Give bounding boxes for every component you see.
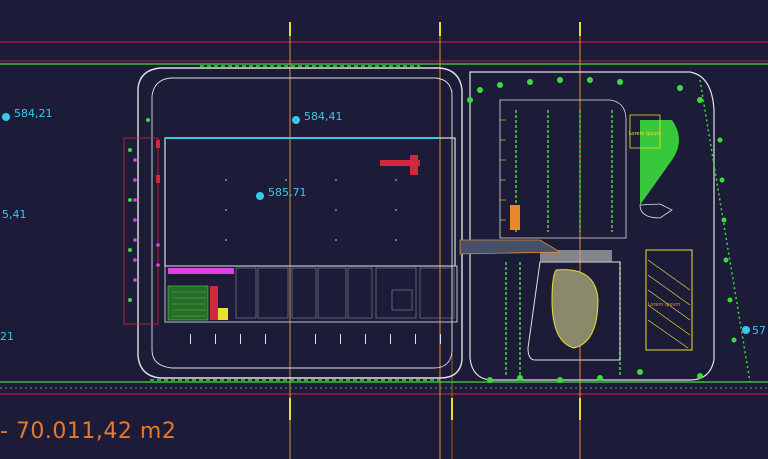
elevation-label: 584,21 — [14, 107, 53, 120]
elevation-markers: 584,21 584,41 585,71 5,41 21 57 — [0, 107, 766, 343]
main-building — [164, 137, 458, 323]
parking-text-2: Lorem Ipsum — [648, 302, 681, 308]
elevation-label: 585,71 — [268, 186, 307, 199]
left-markers — [123, 137, 420, 325]
landscaping — [128, 77, 737, 383]
site-ticks — [190, 179, 441, 344]
elevation-label: 57 — [752, 324, 766, 337]
green-block — [640, 120, 679, 205]
elevation-marker: 584,21 — [2, 107, 53, 121]
elevation-marker: 584,41 — [292, 110, 343, 124]
roundabout — [459, 239, 621, 361]
elevation-label: 5,41 — [2, 208, 27, 221]
elevation-marker: 585,71 — [256, 186, 307, 200]
area-total-label: - 70.011,42 m2 — [0, 419, 177, 444]
elevation-label: 21 — [0, 330, 14, 343]
site-boundary — [0, 41, 768, 395]
elevation-label: 584,41 — [304, 110, 343, 123]
elevation-marker: 5,41 — [2, 208, 27, 221]
parking-text-1: Lorem Ipsum — [629, 131, 662, 137]
green-dashes — [150, 65, 751, 383]
site-road — [137, 67, 715, 381]
elevation-marker: 57 — [742, 324, 766, 337]
elevation-marker: 21 — [0, 330, 14, 343]
magenta-strip — [168, 268, 234, 274]
